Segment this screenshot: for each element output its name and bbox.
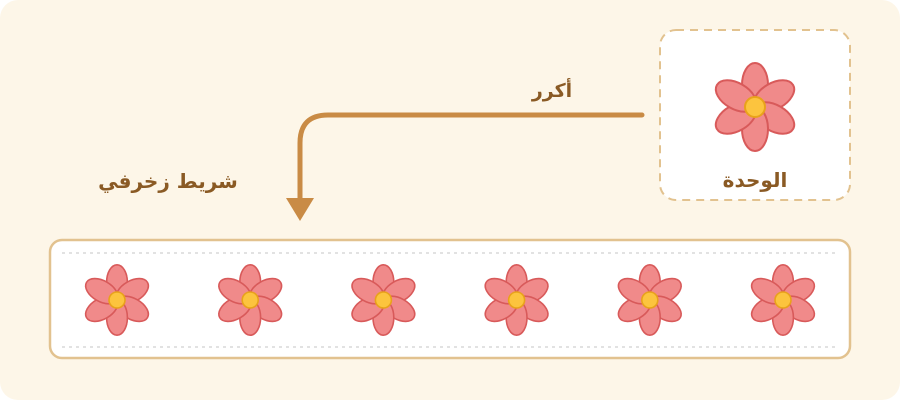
unit-label: الوحدة xyxy=(723,168,788,192)
strip-box xyxy=(48,238,852,360)
strip-label: شريط زخرفي xyxy=(98,169,238,194)
arrow-down-icon xyxy=(286,198,314,221)
repeat-label: أكرر xyxy=(531,78,572,102)
repeat-arrow-line xyxy=(297,112,645,203)
